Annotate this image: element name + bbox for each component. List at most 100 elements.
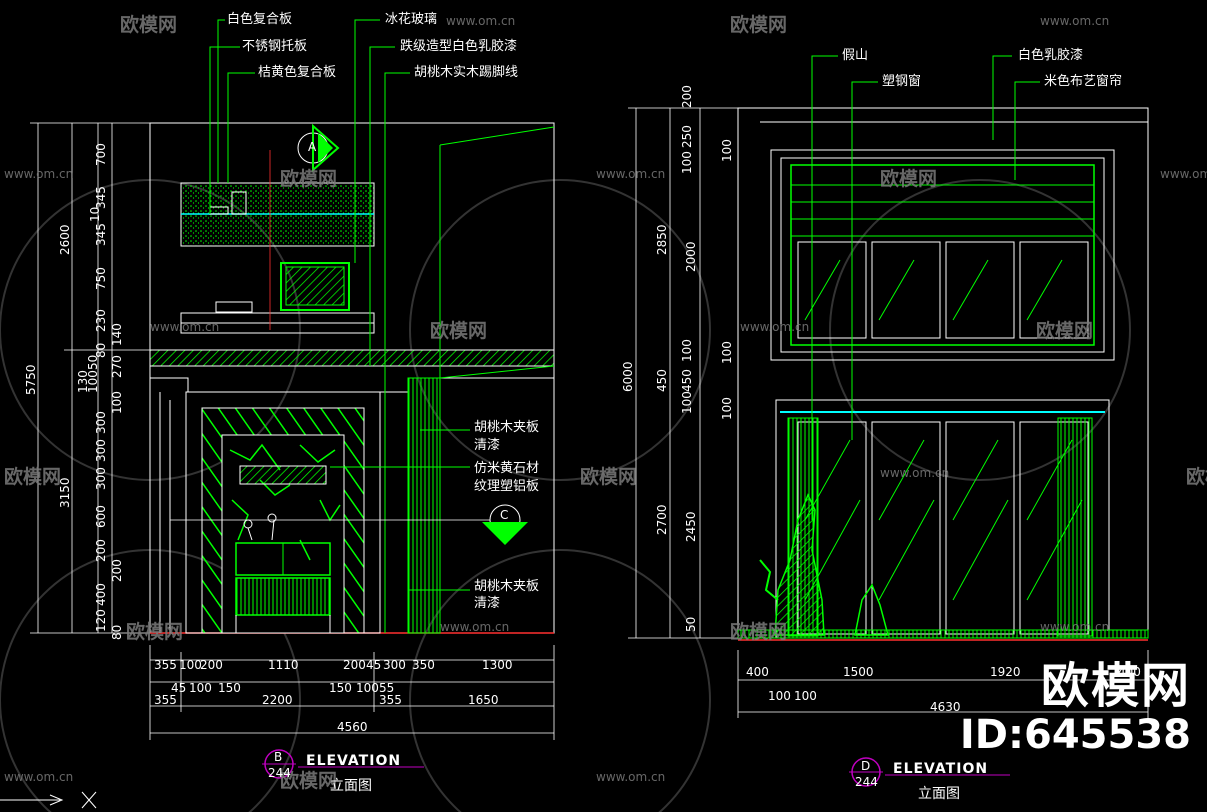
dim-inner-right: 100	[720, 139, 734, 162]
dim-inner: 700	[94, 143, 108, 166]
dim-inner: 10	[88, 206, 102, 222]
dim-bottom-right: 400	[1118, 665, 1141, 679]
watermark-brand: 欧模网	[120, 14, 178, 36]
brand-id: ID:645538	[959, 712, 1191, 758]
label-stepped-latex-paint: 跌级造型白色乳胶漆	[400, 39, 518, 54]
label-varnish-2: 清漆	[474, 596, 501, 611]
dim-inner: 80	[110, 624, 124, 640]
brand-stamp: 欧模网 ID:645538	[960, 660, 1191, 758]
dim-total-height-right: 6000	[621, 361, 635, 392]
dim-bottom-right: 400	[746, 665, 769, 679]
dim-inner-right: 100	[680, 391, 694, 414]
dim-total-height: 5750	[24, 364, 38, 395]
dim-bottom: 200	[200, 658, 223, 672]
label-imitation-stone: 仿米黄石材	[474, 461, 540, 476]
dim-inner: 345	[94, 223, 108, 246]
title-sheet-right: 244	[855, 775, 878, 789]
dim-inner-right: 450	[680, 369, 694, 392]
dim-mid: 100	[86, 370, 100, 393]
dim-bottom-2: 150	[218, 681, 241, 695]
title-en: ELEVATION	[306, 753, 402, 769]
dim-bottom: 1110	[268, 658, 299, 672]
dim-inner: 270	[110, 355, 124, 378]
dim-bottom-2: 150	[329, 681, 352, 695]
watermark-url: www.om.cn	[4, 167, 74, 181]
label-beige-curtain: 米色布艺窗帘	[1044, 74, 1123, 89]
label-aluminum-plastic-board: 纹理塑铝板	[474, 479, 540, 494]
watermark-url: www.om.cn	[1040, 14, 1110, 28]
dim-upper-height: 2600	[58, 224, 72, 255]
dim-bottom: 100	[179, 658, 202, 672]
dim-inner: 100	[110, 391, 124, 414]
label-varnish-1: 清漆	[474, 438, 501, 453]
watermark-brand: 欧模网	[1036, 320, 1094, 342]
elevation-subtitle-left: 立面图	[330, 775, 372, 795]
watermark-url: www.om.cn	[446, 14, 516, 28]
label-rockery: 假山	[842, 48, 869, 63]
dim-mid-right: 2850	[655, 224, 669, 255]
dim-bottom-3: 355	[379, 693, 402, 707]
dim-bottom-2: 100	[356, 681, 379, 695]
watermark-brand: 欧模网	[730, 14, 788, 36]
title-letter: B	[274, 750, 283, 764]
watermark-brand: 欧模网	[1186, 466, 1207, 488]
dim-inner-right: 100	[720, 397, 734, 420]
dim-bottom-total: 4560	[337, 720, 368, 734]
dim-inner-right: 100	[680, 339, 694, 362]
right-elevation	[628, 55, 1149, 787]
dim-mid-right: 2700	[655, 504, 669, 535]
dim-inner: 120	[94, 609, 108, 632]
dim-bottom: 300	[383, 658, 406, 672]
dim-inner: 140	[110, 323, 124, 346]
dim-bottom: 45	[366, 658, 382, 672]
watermark-brand: 欧模网	[580, 466, 638, 488]
dim-bottom: 350	[412, 658, 435, 672]
dim-bottom-3: 2200	[262, 693, 293, 707]
title-sheet: 244	[268, 766, 291, 780]
watermark-url: www.om.cn	[880, 466, 950, 480]
dim-inner-right: 250	[680, 125, 694, 148]
dim-inner: 300	[94, 467, 108, 490]
dim-bottom: 1300	[482, 658, 513, 672]
watermark-url: www.om.cn	[1040, 620, 1110, 634]
label-walnut-plywood-1: 胡桃木夹板	[474, 420, 540, 435]
dim-inner: 400	[94, 583, 108, 606]
left-elevation	[30, 19, 555, 779]
watermark-brand: 欧模网	[4, 466, 62, 488]
label-stainless-bracket: 不锈钢托板	[242, 39, 308, 54]
dim-inner: 80	[94, 342, 108, 358]
dim-bottom-3: 1650	[468, 693, 499, 707]
label-white-composite-board: 白色复合板	[227, 12, 293, 27]
dim-inner: 300	[94, 439, 108, 462]
watermark-url: www.om.cn	[596, 167, 666, 181]
dim-bottom-2: 100	[189, 681, 212, 695]
dim-inner-right: 2450	[684, 511, 698, 542]
dim-inner: 345	[94, 186, 108, 209]
watermark-brand: 欧模网	[430, 320, 488, 342]
watermark-brand: 欧模网	[880, 168, 938, 190]
elevation-title-left: ELEVATION	[306, 750, 401, 769]
dim-bottom-right-2: 100	[794, 689, 817, 703]
title-letter-right: D	[861, 759, 871, 773]
dim-mid-right: 200	[680, 85, 694, 108]
dim-bottom-right: 1500	[843, 665, 874, 679]
dim-bottom-2: 45	[171, 681, 187, 695]
dim-inner: 600	[94, 505, 108, 528]
label-white-latex-paint: 白色乳胶漆	[1018, 48, 1084, 63]
dim-inner-right: 100	[680, 151, 694, 174]
watermark-url: www.om.cn	[596, 770, 666, 784]
watermark-url: www.om.cn	[440, 620, 510, 634]
watermark-url: www.om.cn	[150, 320, 220, 334]
dim-inner: 200	[94, 539, 108, 562]
label-orange-composite-board: 桔黄色复合板	[258, 65, 337, 80]
watermark-brand: 欧模网	[280, 770, 338, 792]
title-cn-right: 立面图	[918, 786, 960, 802]
dim-bottom-2: 55	[379, 681, 395, 695]
watermark-brand: 欧模网	[730, 621, 788, 643]
label-walnut-plywood-2: 胡桃木夹板	[474, 579, 540, 594]
watermark-url: www.om.cn	[740, 320, 810, 334]
dim-inner: 230	[94, 309, 108, 332]
dim-inner-right: 2000	[684, 241, 698, 272]
watermark-url: www.om.cn	[4, 770, 74, 784]
